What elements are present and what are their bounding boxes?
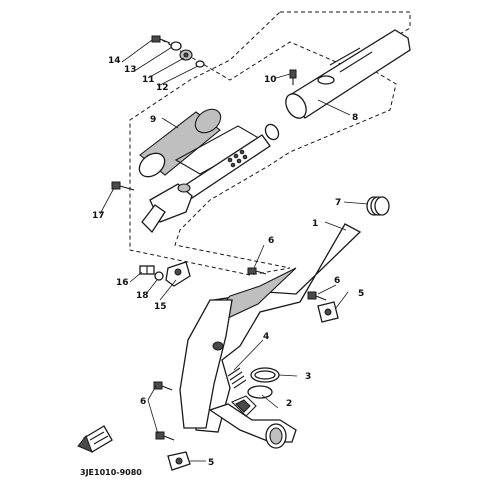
callout-6-lower: 6 [140,397,146,407]
callout-14: 14 [108,56,121,66]
callout-18: 18 [136,291,149,301]
callout-10: 10 [264,75,277,85]
callout-13: 13 [124,65,137,75]
leader-lines [99,39,369,462]
bolt-part-16[interactable] [139,265,155,275]
callout-1: 1 [312,219,318,229]
callout-2: 2 [286,399,292,409]
bolt-part-6-upper[interactable] [247,267,267,275]
bolt-part-17[interactable] [111,181,135,191]
callout-11: 11 [142,75,155,85]
callout-5-lower: 5 [208,458,214,468]
callout-6-upper: 6 [268,236,274,246]
front-arrow-icon [77,425,113,453]
bracket-part-15[interactable] [165,261,191,287]
bolt-part-6-lower-a[interactable] [153,381,173,391]
spring-part-4[interactable] [227,367,247,389]
spring-part-7[interactable] [366,196,390,216]
callout-4: 4 [263,332,269,342]
callout-16: 16 [116,278,129,288]
damper-part-5-lower[interactable] [167,451,191,471]
callout-15: 15 [154,302,167,312]
collar-part-12[interactable] [195,60,205,68]
gasket-part-2[interactable] [247,385,273,399]
muffler-outline-inner [161,39,351,81]
callout-7: 7 [335,198,341,208]
diagram-code: 3JE1010-9080 [80,468,142,477]
callout-17: 17 [92,211,105,221]
gasket-part-3[interactable] [250,367,280,383]
bolt-part-10[interactable] [289,69,297,85]
silencer-body-part-8[interactable] [282,29,411,122]
washer-part-18[interactable] [154,271,164,281]
callout-9: 9 [150,115,156,125]
inner-pipe-assembly[interactable] [141,122,281,234]
washer-part-13[interactable] [170,41,182,51]
fiber-packing-part-9[interactable] [135,105,225,182]
callout-3: 3 [305,372,311,382]
bolt-part-14[interactable] [151,35,171,44]
bolt-part-6-lower-b[interactable] [155,431,175,441]
damper-part-5-upper[interactable] [317,301,339,323]
callout-6-middle: 6 [334,276,340,286]
callout-8: 8 [352,113,358,123]
callout-12: 12 [156,83,169,93]
grommet-part-11[interactable] [179,49,193,61]
exhaust-chamber-part-1[interactable] [179,223,362,449]
callout-5-upper: 5 [358,289,364,299]
bolt-part-6-middle[interactable] [307,291,327,301]
